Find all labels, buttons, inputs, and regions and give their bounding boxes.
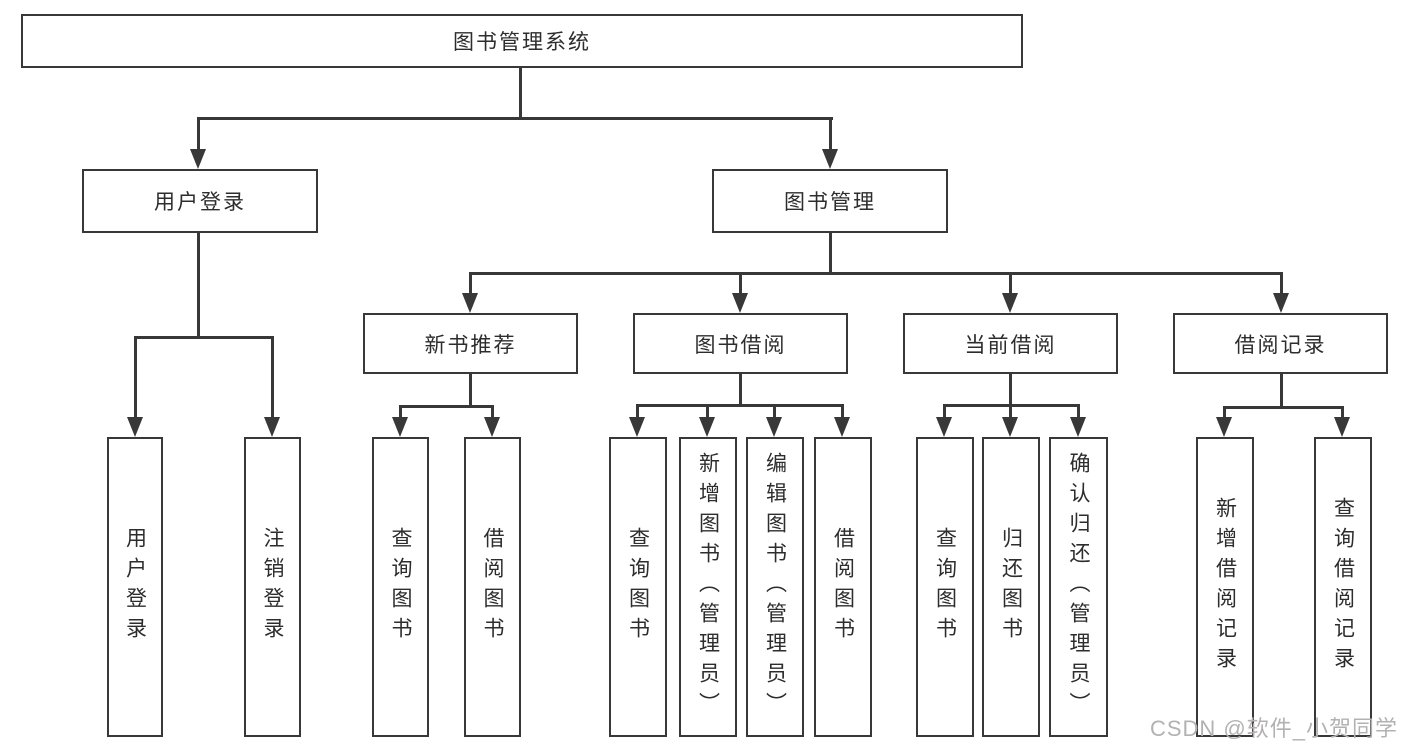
arrowhead-down-icon [1002, 417, 1018, 437]
connector-user-login-drop [197, 117, 200, 151]
connector-level3-drop [739, 272, 742, 296]
arrowhead-down-icon [732, 293, 748, 313]
leaf-edit-books-admin-label: 编辑图书（管理员） [763, 452, 787, 722]
node-root-label: 图书管理系统 [453, 31, 591, 54]
watermark: CSDN @软件_小贺同学 [1149, 716, 1398, 741]
leaf-query-books-recommend: 查询图书 [372, 437, 429, 737]
leaf-return-books: 归还图书 [982, 437, 1040, 737]
leaf-query-books-recommend-label: 查询图书 [389, 527, 412, 647]
connector-book-borrow-rail [636, 404, 844, 407]
arrowhead-down-icon [264, 417, 280, 437]
connector-root-stem [519, 68, 522, 118]
connector-borrow-records-stem [1280, 374, 1283, 409]
connector-leaf-drop [1223, 406, 1226, 418]
leaf-add-borrow-record: 新增借阅记录 [1196, 437, 1254, 737]
connector-level3-drop [1280, 272, 1283, 296]
arrowhead-down-icon [766, 417, 782, 437]
connector-leaf-drop [1009, 404, 1012, 418]
node-user-login: 用户登录 [82, 169, 318, 233]
connector-book-mgmt-drop [829, 117, 832, 151]
connector-user-login-stem [197, 233, 200, 339]
connector-leaf-drop [271, 336, 274, 418]
leaf-confirm-return-admin: 确认归还（管理员） [1049, 437, 1108, 737]
leaf-query-books-borrowing: 查询图书 [609, 437, 667, 737]
node-root: 图书管理系统 [21, 14, 1023, 68]
arrowhead-down-icon [190, 149, 206, 169]
arrowhead-down-icon [484, 417, 500, 437]
arrowhead-down-icon [392, 417, 408, 437]
connector-leaf-drop [706, 404, 709, 418]
arrowhead-down-icon [462, 293, 478, 313]
connector-leaf-drop [636, 404, 639, 418]
arrowhead-down-icon [1334, 417, 1350, 437]
arrowhead-down-icon [1216, 417, 1232, 437]
connector-leaf-drop [943, 404, 946, 418]
leaf-add-borrow-record-label: 新增借阅记录 [1213, 497, 1237, 677]
arrowhead-down-icon [699, 417, 715, 437]
connector-leaf-drop [1341, 406, 1344, 418]
connector-book-borrow-stem [739, 374, 742, 407]
leaf-confirm-return-admin-label: 确认归还（管理员） [1067, 452, 1090, 722]
node-current-borrowing: 当前借阅 [903, 313, 1118, 374]
connector-level2-rail [197, 117, 833, 120]
connector-leaf-drop [134, 336, 137, 418]
arrowhead-down-icon [629, 417, 645, 437]
node-borrowing-records-label: 借阅记录 [1234, 333, 1327, 357]
leaf-logout: 注销登录 [244, 437, 301, 737]
connector-current-borrow-stem [1009, 374, 1012, 407]
node-book-management-label: 图书管理 [784, 191, 876, 214]
arrowhead-down-icon [1002, 293, 1018, 313]
leaf-query-books-borrowing-label: 查询图书 [626, 527, 650, 647]
arrowhead-down-icon [822, 149, 838, 169]
leaf-borrow-books-borrowing-label: 借阅图书 [831, 527, 855, 647]
connector-level3-rail [469, 272, 1283, 275]
connector-level3-drop [469, 272, 472, 296]
arrowhead-down-icon [1273, 293, 1289, 313]
node-new-book-recommendation: 新书推荐 [363, 313, 578, 374]
leaf-add-books-admin: 新增图书（管理员） [679, 437, 737, 737]
connector-leaf-drop [1077, 404, 1080, 418]
leaf-add-books-admin-label: 新增图书（管理员） [696, 452, 720, 722]
node-current-borrowing-label: 当前借阅 [964, 333, 1057, 357]
leaf-borrow-books-recommend: 借阅图书 [464, 437, 521, 737]
arrowhead-down-icon [834, 417, 850, 437]
connector-level3-drop [1009, 272, 1012, 296]
leaf-query-books-current: 查询图书 [916, 437, 974, 737]
connector-leaf-drop [491, 405, 494, 418]
node-new-book-recommendation-label: 新书推荐 [424, 333, 517, 357]
leaf-edit-books-admin: 编辑图书（管理员） [746, 437, 804, 737]
connector-book-mgmt-stem [829, 233, 832, 275]
leaf-user-login-label: 用户登录 [123, 527, 147, 647]
leaf-query-books-current-label: 查询图书 [933, 527, 957, 647]
connector-user-login-rail [134, 336, 274, 339]
connector-leaf-drop [399, 405, 402, 418]
connector-borrow-records-rail [1223, 406, 1344, 409]
leaf-borrow-books-borrowing: 借阅图书 [814, 437, 872, 737]
arrowhead-down-icon [936, 417, 952, 437]
connector-leaf-drop [773, 404, 776, 418]
arrowhead-down-icon [1070, 417, 1086, 437]
leaf-return-books-label: 归还图书 [999, 527, 1023, 647]
node-book-borrowing-label: 图书借阅 [694, 333, 787, 357]
node-borrowing-records: 借阅记录 [1173, 313, 1388, 374]
node-user-login-label: 用户登录 [154, 191, 246, 214]
connector-new-book-rail [399, 405, 494, 408]
node-book-borrowing: 图书借阅 [633, 313, 848, 374]
leaf-logout-label: 注销登录 [261, 527, 284, 647]
connector-new-book-stem [469, 374, 472, 408]
leaf-query-borrow-record: 查询借阅记录 [1314, 437, 1372, 737]
leaf-user-login: 用户登录 [107, 437, 163, 737]
node-book-management: 图书管理 [712, 169, 948, 233]
connector-leaf-drop [841, 404, 844, 418]
leaf-borrow-books-recommend-label: 借阅图书 [481, 527, 504, 647]
arrowhead-down-icon [127, 417, 143, 437]
leaf-query-borrow-record-label: 查询借阅记录 [1331, 497, 1355, 677]
